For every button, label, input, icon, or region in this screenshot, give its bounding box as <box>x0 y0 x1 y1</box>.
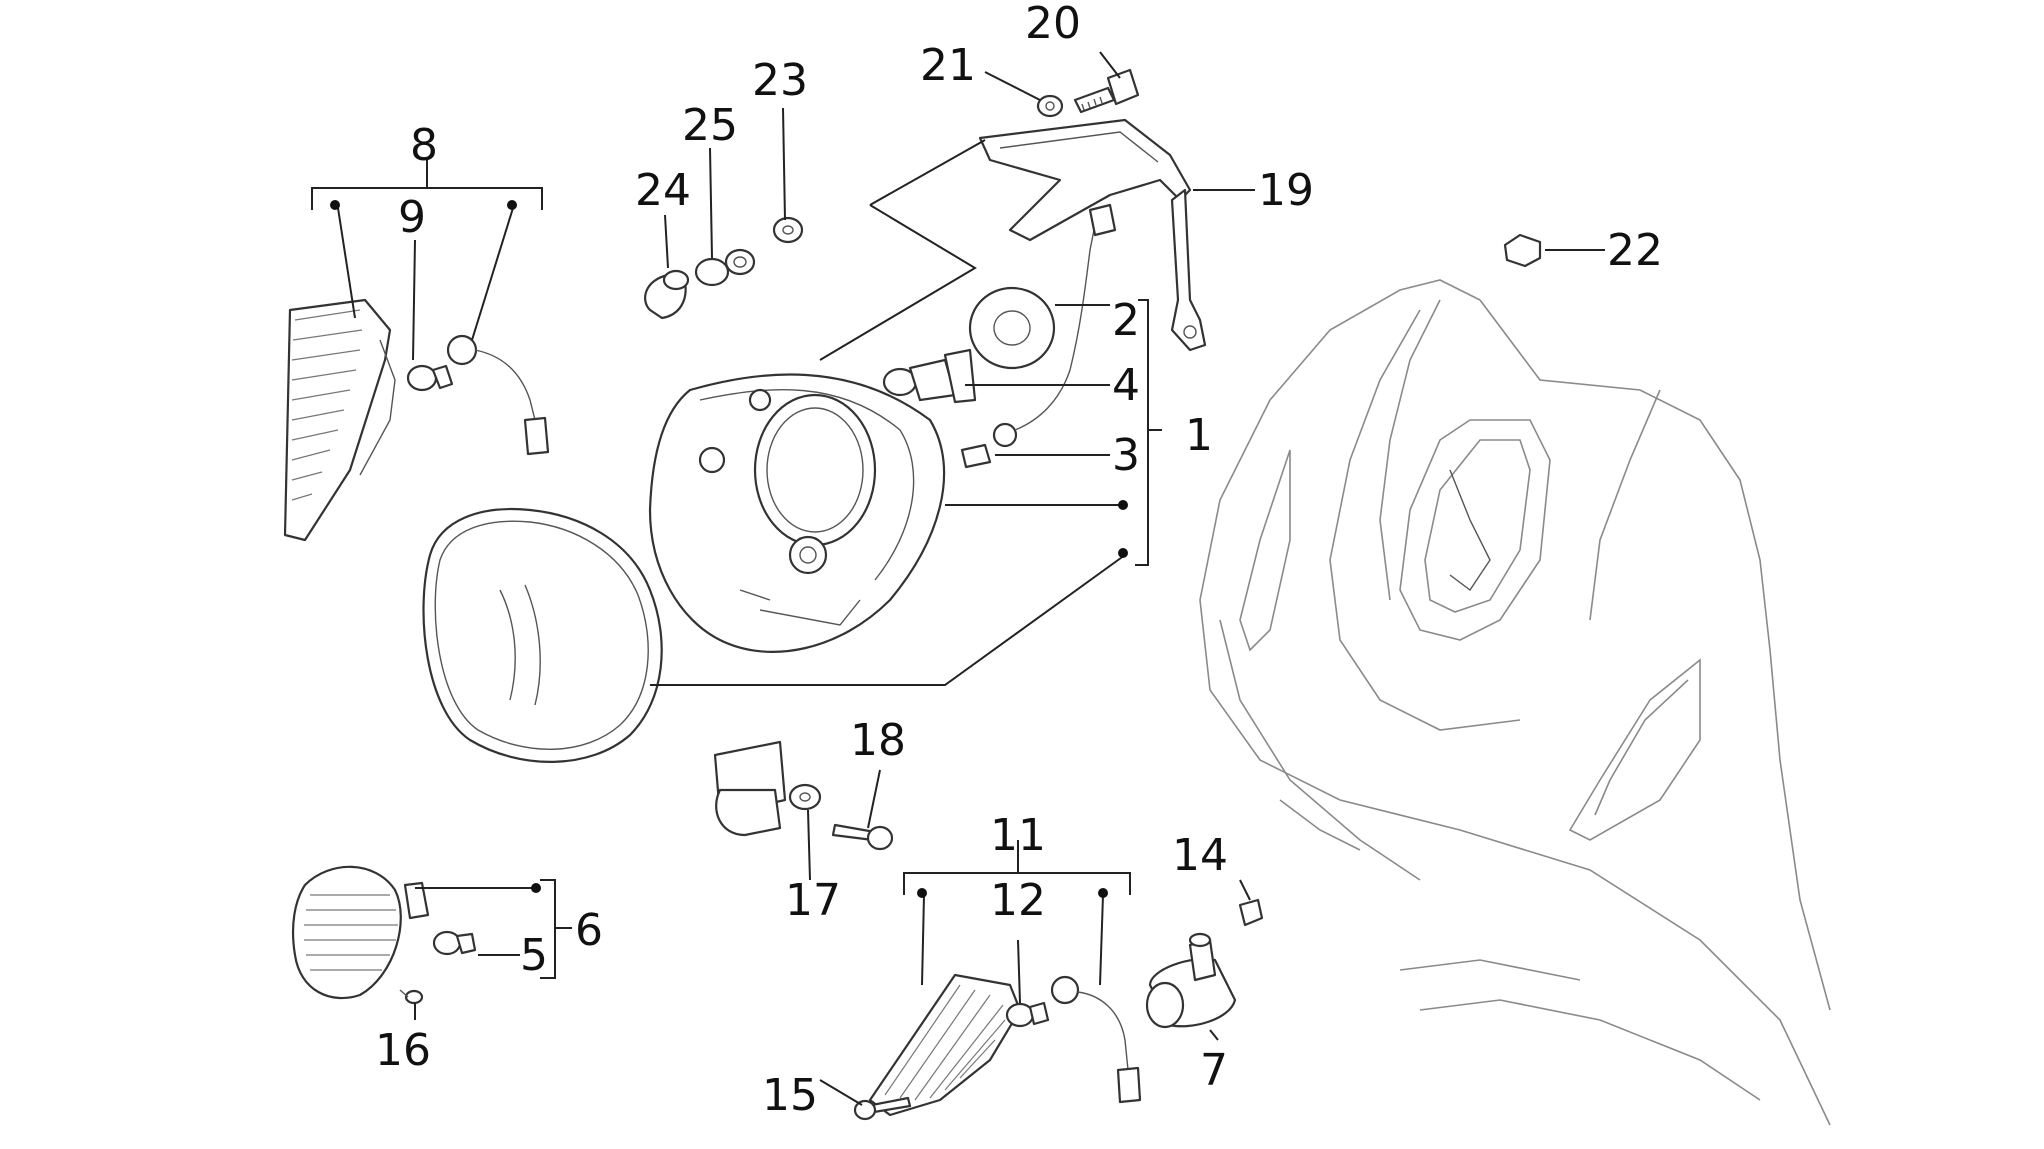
clip-14 <box>1238 898 1264 927</box>
callout-1: 1 <box>1185 410 1213 461</box>
bracket-dots <box>330 200 1128 898</box>
callout-11: 11 <box>990 810 1046 861</box>
callout-2: 2 <box>1112 295 1140 346</box>
bulb-socket-8 <box>446 334 550 456</box>
screw-15 <box>853 1096 912 1121</box>
bulb-5 <box>432 930 477 956</box>
callout-22: 22 <box>1607 225 1663 276</box>
callout-18: 18 <box>850 715 906 766</box>
nut-22 <box>1503 233 1542 268</box>
rubber-bush-25 <box>694 248 756 287</box>
callout-19: 19 <box>1258 165 1314 216</box>
front-shield-body <box>1199 279 1831 1126</box>
callout-16: 16 <box>375 1025 431 1076</box>
rear-light <box>291 865 430 1000</box>
headlight-bracket <box>978 118 1207 352</box>
callout-8: 8 <box>410 120 438 171</box>
grommet-7 <box>1145 932 1237 1029</box>
parking-bulb <box>960 224 1096 469</box>
screw-18 <box>831 823 894 851</box>
screw-16 <box>399 989 424 1005</box>
callout-4: 4 <box>1112 360 1140 411</box>
leader-lines <box>311 51 1605 1106</box>
callout-21: 21 <box>920 40 976 91</box>
headlight-housing <box>648 373 946 653</box>
callout-24: 24 <box>635 165 691 216</box>
cap-nut-24 <box>644 269 690 320</box>
callout-6: 6 <box>575 905 603 956</box>
bulb-12 <box>1005 1001 1050 1028</box>
turn-signal-front-left <box>283 298 396 542</box>
callout-17: 17 <box>785 875 841 926</box>
callout-15: 15 <box>762 1070 818 1121</box>
bulb-socket-11 <box>1050 975 1142 1104</box>
clip-17 <box>713 740 822 837</box>
callout-9: 9 <box>398 192 426 243</box>
callout-3: 3 <box>1112 430 1140 481</box>
turn-signal-rear <box>868 973 1022 1117</box>
bulb-9 <box>406 364 454 392</box>
rubber-cap <box>968 286 1056 370</box>
callout-20: 20 <box>1025 0 1081 49</box>
bolt-20 <box>1073 68 1140 114</box>
callout-25: 25 <box>682 100 738 151</box>
callout-23: 23 <box>752 55 808 106</box>
callout-14: 14 <box>1172 830 1228 881</box>
washer-21 <box>1036 94 1064 118</box>
headlight-lens <box>422 508 663 763</box>
callout-7: 7 <box>1200 1045 1228 1096</box>
callout-12: 12 <box>990 875 1046 926</box>
washer-23 <box>772 216 804 244</box>
headlight-bulb <box>882 348 977 404</box>
callout-labels: 1 2 3 4 5 6 7 8 9 11 12 14 15 16 17 18 1… <box>375 0 1663 1121</box>
callout-5: 5 <box>520 930 548 981</box>
